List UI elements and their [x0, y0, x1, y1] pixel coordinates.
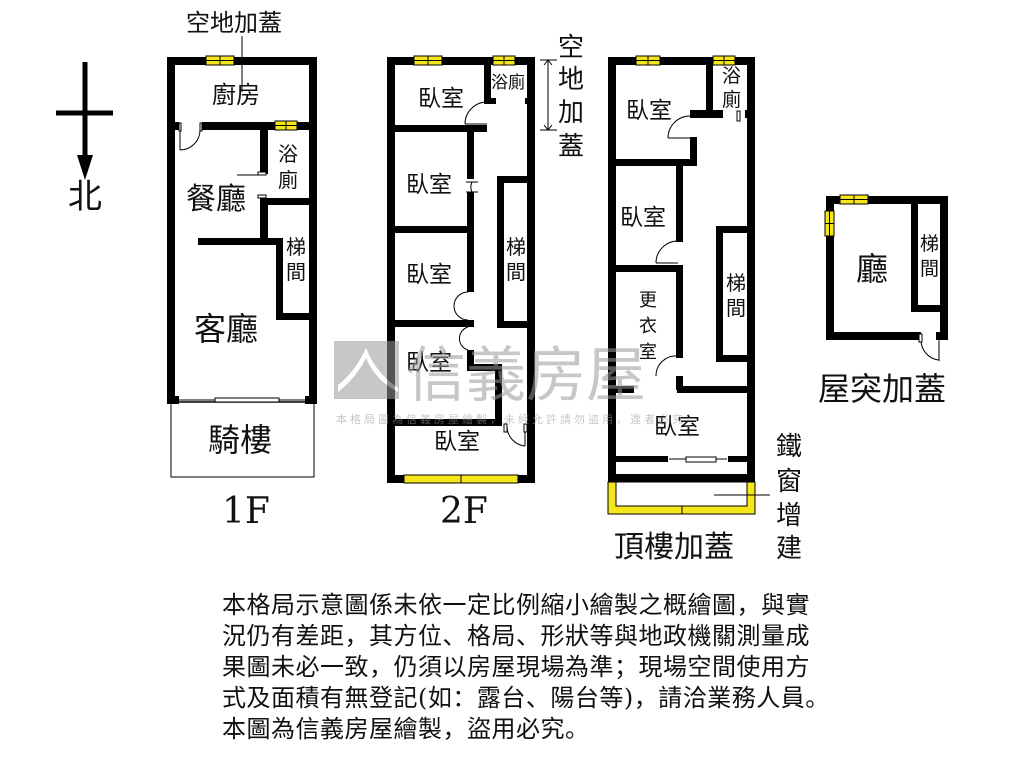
room-label-arcade: 騎樓 [208, 421, 272, 459]
room-label-closet: 衣 [639, 316, 657, 337]
floor-2f: 空 地 加 蓋 臥室 浴廁 臥室 臥室 梯 間 臥室 臥室 2F [387, 33, 584, 532]
door-swing-icon [655, 110, 741, 463]
disclaimer-line: 果圖未必一致，仍須以房屋現場為準；現場空間使用方 [222, 653, 810, 681]
disclaimer-line: 式及面積有無登記(如：露台、陽台等)，請洽業務人員。 [222, 684, 830, 712]
f1-top-annotation: 空地加蓋 [186, 9, 282, 37]
room-label-bath: 浴廁 [491, 72, 525, 93]
floor-penthouse: 廳 梯 間 屋突加蓋 [818, 194, 948, 408]
room-label-bath: 浴 [278, 142, 298, 166]
window-icon [205, 55, 298, 131]
brand-logo-icon [334, 341, 399, 399]
compass-label: 北 [68, 177, 102, 217]
door-swing-icon [178, 122, 267, 199]
room-label-stair: 梯 [726, 271, 746, 295]
penthouse-walls [826, 196, 948, 340]
roof-side-annotation: 鐵 [776, 432, 802, 462]
room-label-stair: 間 [920, 258, 939, 280]
f2-side-annotation: 加 [558, 98, 584, 128]
f2-side-annotation: 蓋 [558, 132, 584, 162]
roof-side-annotation: 建 [776, 534, 802, 564]
room-label-stair: 間 [726, 296, 746, 320]
watermark-notice: 本格局圖為信義房屋繪製，未經允許請勿盜用，違者必究 [336, 412, 686, 426]
roof-side-annotation: 窗 [776, 467, 802, 497]
watermark: 信義房屋 本格局圖為信義房屋繪製，未經允許請勿盜用，違者必究 [334, 341, 686, 426]
room-label-bedroom: 臥室 [406, 262, 452, 288]
room-label-stair: 間 [506, 260, 526, 284]
floor-title-2f: 2F [440, 491, 488, 532]
room-label-hall: 廳 [856, 250, 888, 288]
room-label-stair: 間 [286, 260, 306, 284]
room-label-bedroom: 臥室 [406, 350, 452, 376]
f1-walls [167, 57, 317, 402]
roof-side-annotation: 增 [776, 501, 802, 531]
window-icon [403, 55, 519, 484]
room-label-bedroom: 臥室 [418, 86, 464, 112]
f2-side-annotation: 地 [558, 65, 584, 95]
dimension-marker [540, 59, 557, 131]
door-swing-icon [918, 333, 940, 361]
room-label-bedroom: 臥室 [626, 98, 672, 124]
disclaimer-text: 本格局示意圖係未依一定比例縮小繪製之概繪圖，與實 況仍有差距，其方位、格局、形狀… [222, 590, 922, 745]
room-label-stair: 梯 [286, 235, 306, 259]
room-label-bath: 廁 [722, 88, 741, 111]
room-label-bath: 浴 [722, 65, 741, 87]
room-label-bedroom: 臥室 [434, 429, 480, 455]
room-label-bath: 廁 [278, 168, 298, 192]
floor-roof-addition: 臥室 浴 廁 臥室 更 衣 室 梯 間 臥室 鐵 窗 增 建 頂樓加蓋 [607, 55, 802, 565]
room-label-closet: 室 [639, 342, 657, 363]
disclaimer-line: 本格局示意圖係未依一定比例縮小繪製之概繪圖，與實 [222, 591, 810, 619]
room-label-bedroom: 臥室 [406, 172, 452, 198]
north-arrow-icon [56, 62, 113, 180]
disclaimer-line: 況仍有差距，其方位、格局、形狀等與地政機關測量成 [222, 622, 810, 650]
room-label-closet: 更 [639, 290, 657, 311]
room-label-stair: 梯 [920, 233, 939, 255]
f2-side-annotation: 空 [558, 33, 584, 63]
roof-walls [608, 57, 755, 482]
disclaimer-line: 本圖為信義房屋繪製，盜用必究。 [222, 715, 590, 743]
room-label-bedroom: 臥室 [620, 205, 666, 231]
floor-title-1f: 1F [222, 491, 270, 532]
room-label-living: 客廳 [194, 310, 258, 348]
room-label-kitchen: 廚房 [212, 81, 260, 109]
door-swing-icon [453, 101, 528, 447]
room-label-stair: 梯 [506, 235, 526, 259]
iron-window-frame [607, 481, 770, 515]
window-icon [824, 194, 869, 237]
floor-title-roof: 頂樓加蓋 [614, 530, 734, 565]
f1-arcade [167, 396, 317, 478]
room-label-bedroom: 臥室 [654, 414, 700, 440]
watermark-brand: 信義房屋 [406, 341, 646, 411]
room-label-dining: 餐廳 [186, 182, 246, 217]
floor-1f: 空地加蓋 [167, 9, 317, 532]
floor-title-penthouse: 屋突加蓋 [818, 370, 946, 408]
window-icon [635, 55, 736, 66]
